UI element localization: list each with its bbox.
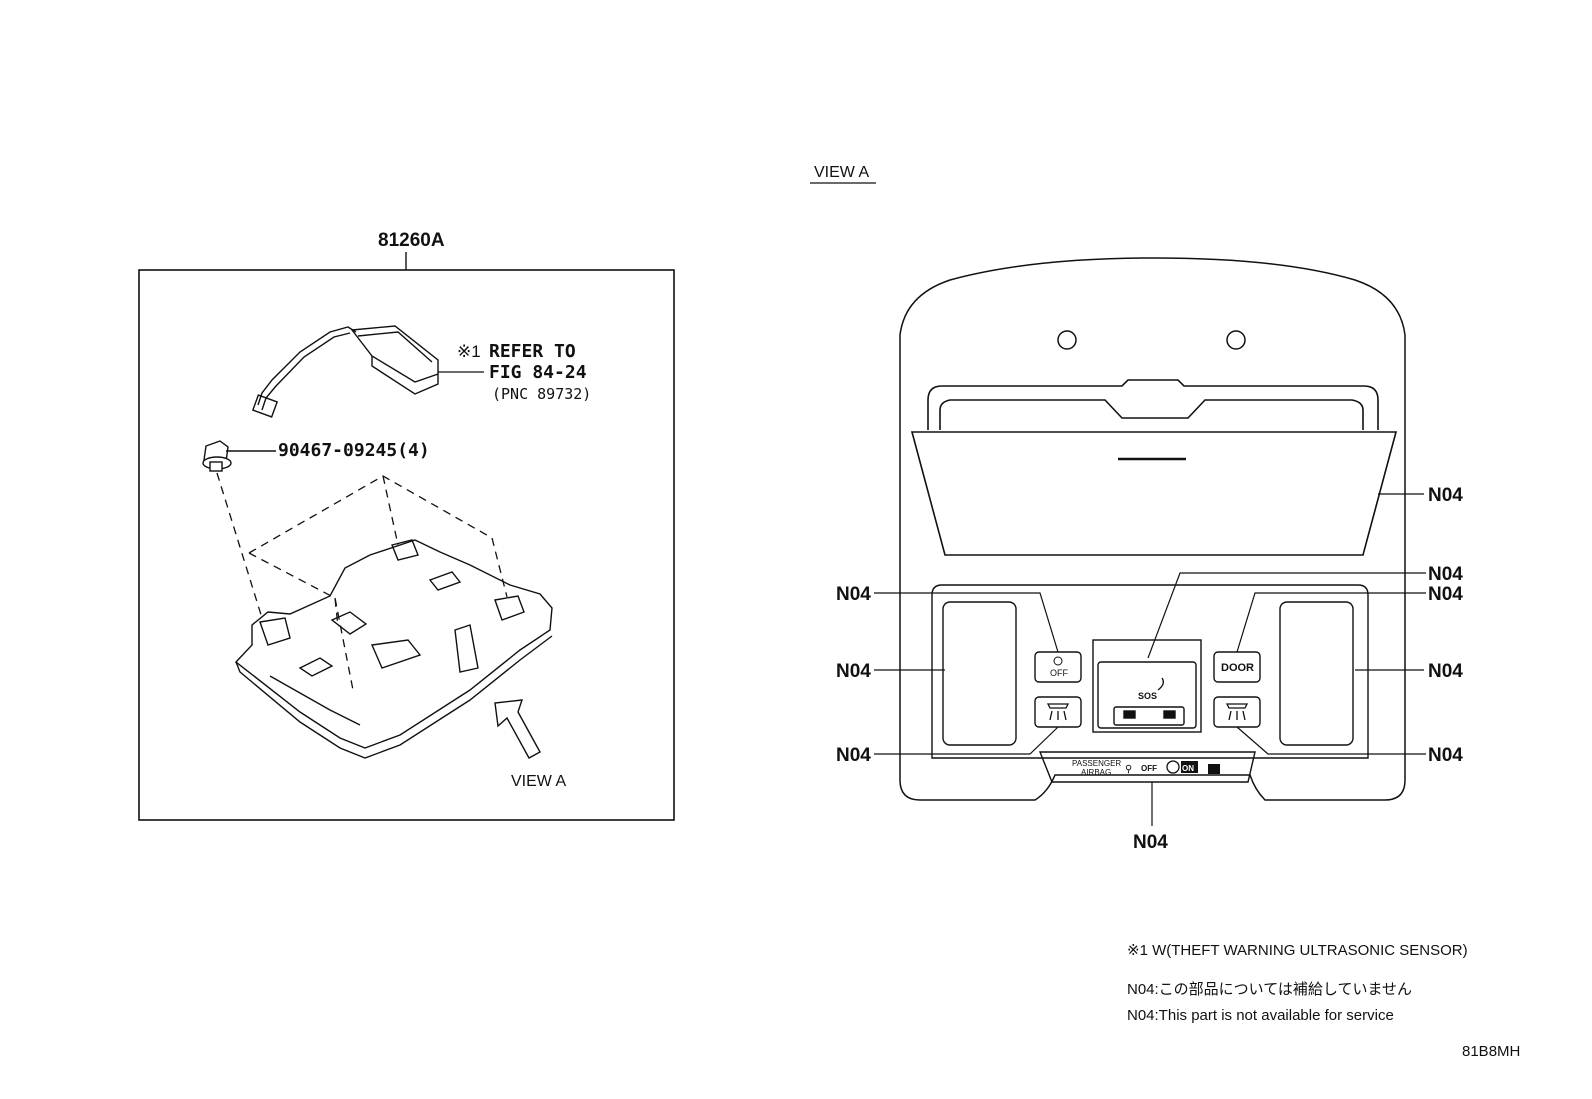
callout-right-lens: N04 bbox=[1428, 661, 1463, 682]
airbag-label: AIRBAG bbox=[1081, 768, 1111, 777]
door-button[interactable]: DOOR bbox=[1213, 651, 1261, 683]
airbag-indicator-panel bbox=[1038, 751, 1256, 783]
clip-part-number: 90467-09245(4) bbox=[278, 440, 430, 461]
view-a-arrow-icon bbox=[494, 699, 541, 759]
map-lamp-lens-right bbox=[1279, 601, 1354, 746]
sos-arrow-icon bbox=[1157, 677, 1164, 691]
sensor-note-line2: FIG 84-24 bbox=[489, 362, 587, 383]
callout-off-switch: N04 bbox=[836, 584, 871, 605]
mounting-guide-lines bbox=[216, 472, 508, 691]
callout-airbag-indicator: N04 bbox=[1133, 832, 1168, 853]
intrusion-off-button[interactable]: OFF bbox=[1034, 651, 1082, 683]
map-lamp-lens-left bbox=[942, 601, 1017, 746]
lock-icon bbox=[1208, 764, 1220, 774]
sos-recess bbox=[1092, 639, 1202, 733]
ultrasonic-sensor-icon bbox=[251, 325, 484, 418]
note-not-supplied-jp: N04:この部品については補給していません bbox=[1127, 981, 1412, 998]
overhead-console-icon bbox=[234, 539, 553, 759]
sos-label: SOS bbox=[1138, 691, 1157, 701]
callout-sos-switch: N04 bbox=[1428, 564, 1463, 585]
clip-icon bbox=[202, 440, 276, 472]
callout-door-switch: N04 bbox=[1428, 584, 1463, 605]
airbag-indicator: PASSENGER AIRBAG ⚲ OFF ON bbox=[1072, 759, 1220, 777]
assembly-frame bbox=[138, 269, 675, 821]
control-bezel bbox=[931, 584, 1369, 783]
airbag-on-icon bbox=[1166, 760, 1180, 774]
lamp-icon bbox=[1225, 703, 1249, 721]
sos-button[interactable]: SOS bbox=[1138, 677, 1164, 701]
off-button-label: OFF bbox=[1050, 668, 1068, 678]
sensor-note-line1: REFER TO bbox=[489, 341, 576, 362]
callout-leaders bbox=[874, 493, 1426, 826]
airbag-on-label: ON bbox=[1182, 764, 1194, 773]
sensor-note-mark: ※1 bbox=[457, 342, 481, 361]
map-lamp-button-left[interactable] bbox=[1034, 696, 1082, 728]
note-theft-warning: ※1 W(THEFT WARNING ULTRASONIC SENSOR) bbox=[1127, 942, 1468, 959]
seatbelt-icon: ⚲ bbox=[1125, 764, 1132, 775]
callout-left-lamp-switch: N04 bbox=[836, 745, 871, 766]
assembly-code: 81260A bbox=[378, 230, 445, 251]
left-panel: 81260A ※1 REFER TO FIG 84-24 (PNC 89732)… bbox=[138, 230, 675, 821]
sunglass-holder bbox=[910, 379, 1398, 556]
note-not-available-en: N04:This part is not available for servi… bbox=[1127, 1007, 1394, 1024]
callout-left-lens: N04 bbox=[836, 661, 871, 682]
door-button-label: DOOR bbox=[1221, 662, 1254, 674]
sensor-note-line3: (PNC 89732) bbox=[492, 385, 591, 403]
passenger-label: PASSENGER bbox=[1072, 759, 1121, 768]
diagram-code: 81B8MH bbox=[1462, 1043, 1520, 1060]
view-title: VIEW A bbox=[814, 164, 869, 181]
lamp-icon bbox=[1046, 703, 1070, 721]
right-panel: VIEW A bbox=[810, 164, 1463, 853]
callout-sunglass-holder: N04 bbox=[1428, 485, 1463, 506]
view-arrow-label: VIEW A bbox=[511, 773, 566, 790]
map-lamp-button-right[interactable] bbox=[1213, 696, 1261, 728]
airbag-off-label: OFF bbox=[1141, 764, 1157, 773]
callout-right-lamp-switch: N04 bbox=[1428, 745, 1463, 766]
console-housing bbox=[899, 257, 1406, 801]
notes: ※1 W(THEFT WARNING ULTRASONIC SENSOR) N0… bbox=[1127, 942, 1520, 1060]
